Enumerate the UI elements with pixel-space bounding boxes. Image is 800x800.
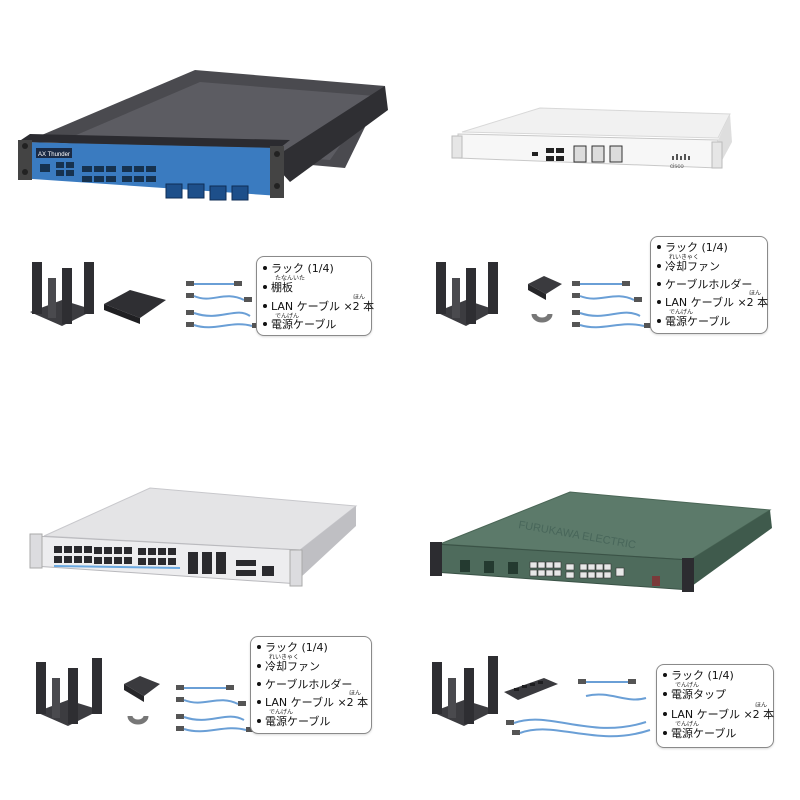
- cooling-fan-icon: [124, 676, 160, 702]
- shelf-icon: [104, 290, 166, 324]
- list-item: LAN ケーブル ×2 本: [257, 697, 368, 709]
- list-item: 電源ケーブル: [657, 316, 730, 328]
- power-cable-icon: [176, 714, 254, 733]
- power-cable-icon: [186, 310, 260, 329]
- list-item: 電源ケーブル: [663, 728, 736, 740]
- network-appliance-image: cisco: [451, 107, 732, 170]
- power-tap-icon: [504, 678, 558, 700]
- ruby-text: でんげん: [669, 309, 694, 316]
- accessory-list: ラック (1/4) たなんいた 棚板 ほん LAN ケーブル ×2 本 でんげん…: [256, 256, 374, 336]
- rack-icon: [30, 262, 94, 326]
- product-panel-switch: ラック (1/4) れいきゃく 冷却ファン ケーブルホルダー ほん LAN ケー…: [0, 400, 400, 800]
- product-panel-cisco: cisco: [400, 0, 800, 400]
- list-item: 電源ケーブル: [257, 716, 330, 728]
- list-item: ケーブルホルダー: [657, 279, 752, 291]
- accessory-list: ラック (1/4) でんげん 電源タップ ほん LAN ケーブル ×2 本 でん…: [656, 664, 774, 748]
- lan-cable-icon: [578, 679, 647, 701]
- ruby-text: でんげん: [675, 721, 700, 728]
- product-panel-furukawa: FURUKAWA ELECTRIC: [400, 400, 800, 800]
- device-brand-label: AX Thunder: [38, 152, 70, 158]
- list-item: 冷却ファン: [257, 661, 320, 673]
- list-item: ラック (1/4): [657, 242, 728, 254]
- list-item: 冷却ファン: [657, 261, 720, 273]
- ruby-text: ほん: [349, 690, 362, 697]
- ruby-text: れいきゃく: [269, 654, 300, 661]
- power-cable-icon: [506, 718, 651, 738]
- lan-cable-icon: [572, 281, 642, 302]
- list-item: ラック (1/4): [263, 263, 334, 275]
- ruby-text: れいきゃく: [669, 254, 700, 261]
- accessory-list: ラック (1/4) れいきゃく 冷却ファン ケーブルホルダー ほん LAN ケー…: [650, 236, 768, 334]
- cooling-fan-icon: [528, 276, 562, 300]
- lan-cable-icon: [186, 281, 252, 302]
- ruby-text: たなんいた: [275, 275, 306, 282]
- accessories-image: [436, 262, 652, 329]
- device-brand-label: cisco: [670, 164, 684, 170]
- lan-cable-icon: [176, 685, 246, 706]
- list-item: LAN ケーブル ×2 本: [663, 709, 774, 721]
- network-appliance-image: [29, 487, 358, 587]
- list-item: LAN ケーブル ×2 本: [263, 301, 374, 313]
- ruby-text: でんげん: [675, 682, 700, 689]
- product-panel-thunder: AX Thunder: [0, 0, 400, 400]
- ruby-text: でんげん: [275, 313, 300, 320]
- power-cable-icon: [572, 310, 652, 329]
- rack-icon: [432, 656, 498, 726]
- list-item: LAN ケーブル ×2 本: [657, 297, 768, 309]
- cable-holder-icon: [127, 715, 149, 725]
- rack-icon: [436, 262, 498, 326]
- accessory-list: ラック (1/4) れいきゃく 冷却ファン ケーブルホルダー ほん LAN ケー…: [250, 636, 372, 734]
- ruby-text: ほん: [749, 290, 762, 297]
- list-item: ラック (1/4): [257, 642, 328, 654]
- list-item: 電源ケーブル: [263, 319, 336, 331]
- ruby-text: ほん: [353, 294, 366, 301]
- list-item: 電源タップ: [663, 689, 726, 701]
- network-appliance-image: AX Thunder: [18, 70, 388, 201]
- accessories-image: [36, 658, 254, 733]
- ruby-text: ほん: [755, 702, 768, 709]
- list-item: 棚板: [263, 282, 293, 294]
- ruby-text: でんげん: [269, 709, 294, 716]
- cable-holder-icon: [531, 313, 553, 323]
- list-item: ケーブルホルダー: [257, 679, 352, 691]
- accessories-image: [432, 656, 651, 738]
- rack-icon: [36, 658, 102, 726]
- network-appliance-image: FURUKAWA ELECTRIC: [430, 491, 772, 592]
- accessories-image: [30, 262, 260, 329]
- list-item: ラック (1/4): [663, 670, 734, 682]
